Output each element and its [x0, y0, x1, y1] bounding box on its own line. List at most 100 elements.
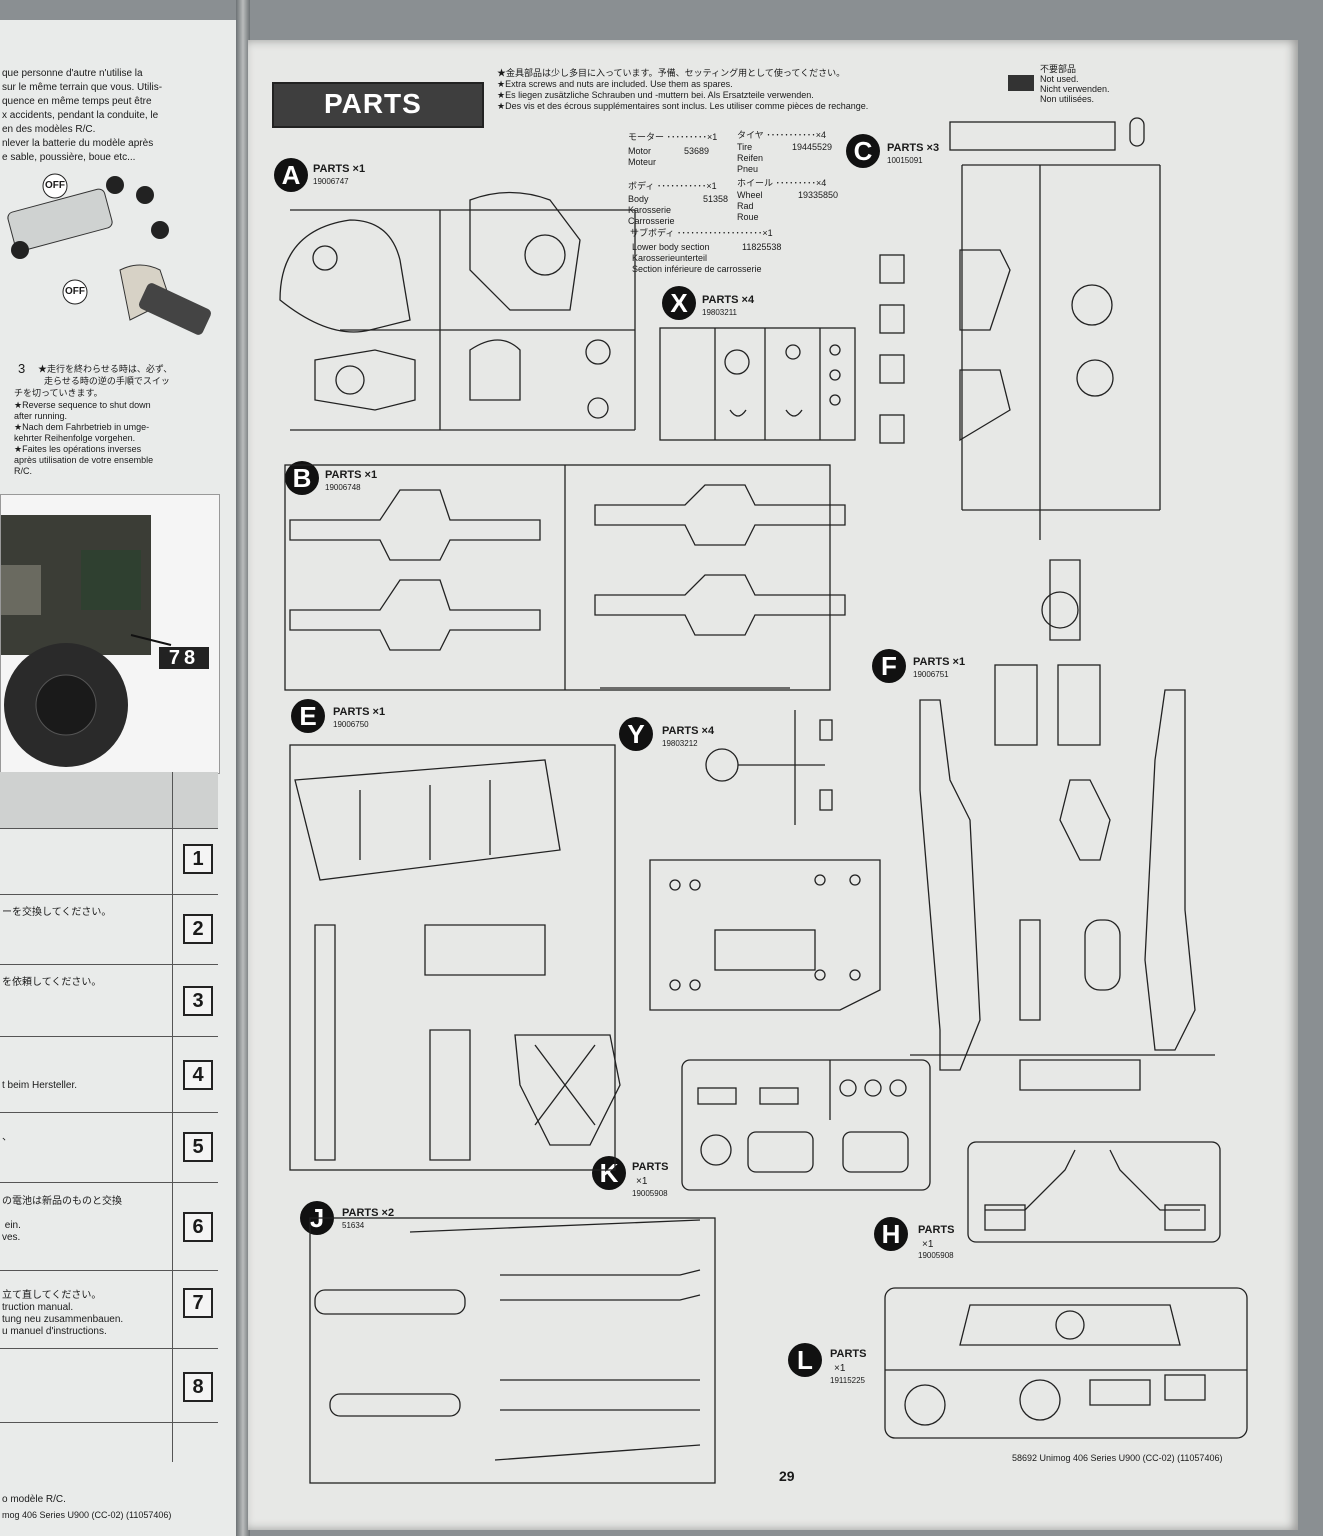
legend-fr: Non utilisées.	[1040, 94, 1095, 104]
tree-j-title: PARTS ×2	[342, 1207, 395, 1219]
step3-line-7: kehrter Reihenfolge vorgehen.	[14, 433, 136, 443]
left-bottom-text: o modèle R/C.	[2, 1494, 66, 1505]
page-number: 29	[779, 1468, 795, 1484]
table-row-text-5: 、	[2, 1132, 12, 1143]
top-text-2: sur le même terrain que vous. Utilis-	[2, 82, 163, 93]
tree-e-title: PARTS ×1	[333, 706, 386, 718]
tree-y-letter: Y	[619, 717, 653, 751]
step3-line-8: ★Faites les opérations inverses	[14, 444, 142, 454]
tree-b-letter: B	[285, 461, 319, 495]
table-header	[0, 772, 218, 829]
tree-a-title: PARTS ×1	[313, 163, 366, 175]
step3-line-4: ★Reverse sequence to shut down	[14, 400, 151, 410]
tree-a-code: 19006747	[313, 177, 349, 186]
off-label-2: OFF	[65, 286, 85, 297]
tree-h-qty: ×1	[922, 1239, 934, 1250]
table-row-num-3: 3	[183, 986, 213, 1016]
off-label-1: OFF	[45, 180, 65, 191]
top-text-7: e sable, poussière, boue etc...	[2, 152, 136, 163]
step3-line-1: ★走行を終わらせる時は、必ず、	[38, 364, 173, 374]
top-text-5: en des modèles R/C.	[2, 124, 96, 135]
truck-photo: 78	[0, 494, 220, 774]
parts-banner-title: PARTS	[324, 88, 422, 119]
motor-jp: モーター ･････････×1	[628, 132, 718, 142]
legend-jp: 不要部品	[1040, 64, 1077, 74]
motor-de: Moteur	[628, 157, 657, 167]
tree-x-title: PARTS ×4	[702, 294, 755, 306]
table-row-num-4: 4	[183, 1060, 213, 1090]
step3-line-10: R/C.	[14, 466, 32, 476]
truck-chassis-image	[1, 515, 172, 767]
tree-a-letter: A	[274, 158, 308, 192]
tree-h-title: PARTS	[918, 1224, 955, 1236]
tree-y-code: 19803212	[662, 739, 698, 748]
legend-en: Not used.	[1040, 74, 1079, 84]
table-row-num-1: 1	[183, 844, 213, 874]
step3-line-5: after running.	[14, 411, 68, 421]
tree-j-code: 51634	[342, 1221, 365, 1230]
body-fr: Carrosserie	[628, 216, 675, 226]
tire-jp: タイヤ ･･･････････×4	[737, 130, 826, 140]
tree-h-letter: H	[874, 1217, 908, 1251]
tree-l-qty: ×1	[834, 1363, 846, 1374]
wheel-en: Wheel	[737, 190, 763, 200]
not-used-swatch	[1008, 75, 1034, 91]
table-row-num-6: 6	[183, 1212, 213, 1242]
table-row-text-2: ーを交換してください。	[2, 907, 112, 918]
tree-b-code: 19006748	[325, 483, 361, 492]
wheel-jp: ホイール ･････････×4	[737, 178, 827, 188]
step3-line-3: チを切っていきます。	[14, 388, 103, 398]
tree-f-code: 19006751	[913, 670, 949, 679]
tire-de: Reifen	[737, 153, 764, 163]
wheel-code: 19335850	[798, 190, 839, 200]
right-page	[248, 40, 1298, 1530]
table-row-num-2: 2	[183, 914, 213, 944]
table-row-text-3: を依頼してください。	[2, 977, 102, 988]
tree-c-code: 10015091	[887, 156, 923, 165]
troubleshooting-table: 1 2 ーを交換してください。 3 を依頼してください。 4 t beim He…	[0, 772, 218, 1462]
body-de: Karosserie	[628, 205, 672, 215]
tree-j-letter: J	[300, 1201, 334, 1235]
wheel-de: Rad	[737, 201, 754, 211]
tree-e-letter: E	[291, 699, 325, 733]
tree-l-code: 19115225	[830, 1376, 865, 1385]
lower-de: Karosserieunterteil	[632, 253, 708, 263]
step3-line-2: 走らせる時の逆の手順でスイッ	[44, 376, 170, 386]
top-text-3: quence en même temps peut être	[2, 96, 152, 107]
table-row-num-5: 5	[183, 1132, 213, 1162]
step3-line-9: après utilisation de votre ensemble	[14, 455, 154, 465]
tire-code: 19445529	[792, 142, 833, 152]
lower-code: 11825538	[742, 242, 782, 252]
motor-en: Motor	[628, 146, 652, 156]
table-row-num-7: 7	[183, 1288, 213, 1318]
tree-h-code: 19005908	[918, 1251, 954, 1260]
body-jp: ボディ ･･･････････×1	[628, 181, 717, 191]
tree-k-qty: ×1	[636, 1176, 648, 1187]
tree-l-title: PARTS	[830, 1348, 867, 1360]
table-row-text-6: の電池は新品のものと交換 ein. ves.	[2, 1196, 122, 1243]
top-text-6: nlever la batterie du modèle après	[2, 138, 154, 149]
tree-k-code: 19005908	[632, 1189, 668, 1198]
table-row-num-8: 8	[183, 1372, 213, 1402]
switch-off-illustration	[7, 173, 211, 335]
step3-line-6: ★Nach dem Fahrbetrieb in umge-	[14, 422, 150, 432]
right-footer: 58692 Unimog 406 Series U900 (CC-02) (11…	[1012, 1453, 1223, 1463]
left-footer: mog 406 Series U900 (CC-02) (11057406)	[2, 1510, 172, 1520]
tree-l-letter: L	[788, 1343, 822, 1377]
legend-de: Nicht verwenden.	[1040, 84, 1110, 94]
book-gutter	[236, 0, 250, 1536]
tree-k-letter: K	[592, 1156, 626, 1190]
tree-y-title: PARTS ×4	[662, 725, 715, 737]
table-row-text-4: t beim Hersteller.	[2, 1080, 78, 1091]
wheel-fr: Roue	[737, 212, 759, 222]
table-row-text-7: 立て直してください。 truction manual. tung neu zus…	[2, 1290, 124, 1337]
tree-k-title: PARTS	[632, 1161, 669, 1173]
spares-note-fr: ★Des vis et des écrous supplémentaires s…	[497, 101, 869, 111]
lower-fr: Section inférieure de carrosserie	[632, 264, 762, 274]
body-code: 51358	[703, 194, 729, 204]
tree-e-code: 19006750	[333, 720, 369, 729]
tire-fr: Pneu	[737, 164, 759, 174]
tree-f-title: PARTS ×1	[913, 656, 966, 668]
tree-f-letter: F	[872, 649, 906, 683]
tree-x-code: 19803211	[702, 308, 737, 317]
